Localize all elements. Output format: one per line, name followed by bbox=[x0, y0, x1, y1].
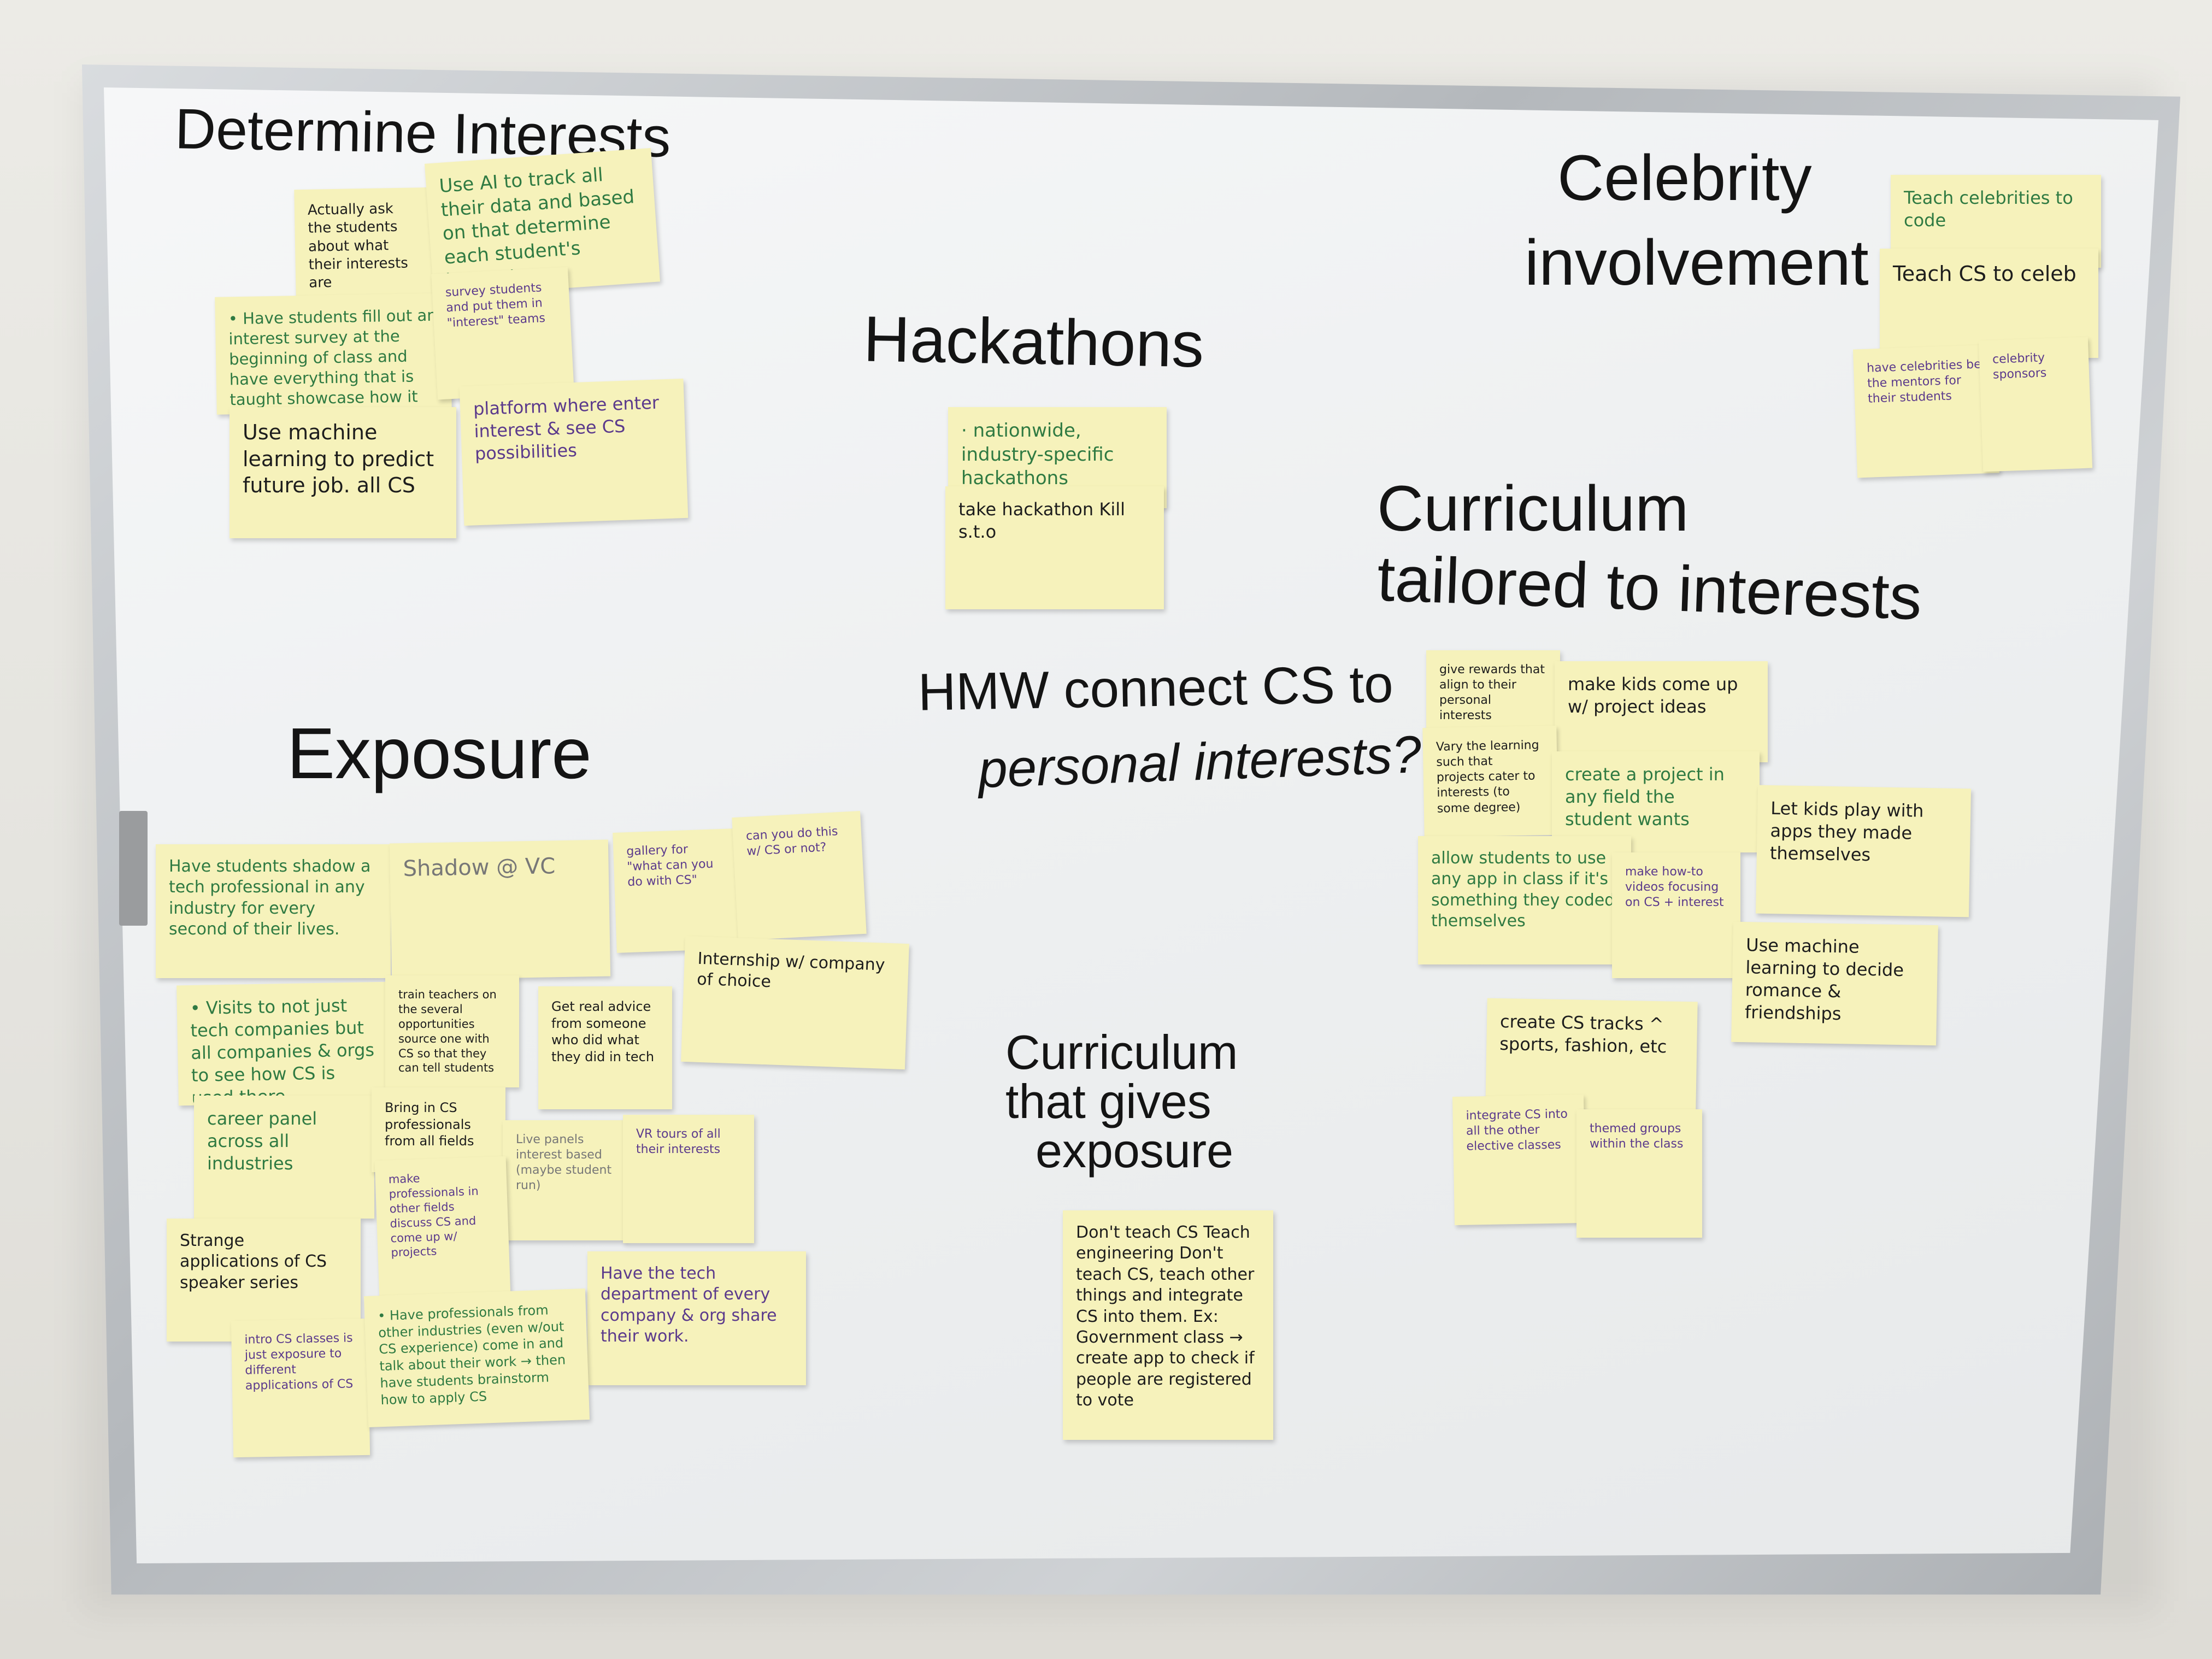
heading-curriculum-exposure-line3: exposure bbox=[1036, 1123, 1234, 1178]
heading-hmw-line1: HMW connect CS to bbox=[917, 655, 1394, 722]
sticky-note: themed groups within the class bbox=[1576, 1109, 1702, 1238]
heading-celebrity-line1: Celebrity bbox=[1557, 142, 1812, 214]
sticky-note: can you do this w/ CS or not? bbox=[732, 811, 867, 940]
sticky-note: create a project in any field the studen… bbox=[1552, 751, 1760, 852]
heading-exposure: Exposure bbox=[287, 713, 592, 793]
sticky-note: VR tours of all their interests bbox=[623, 1115, 754, 1243]
sticky-note: Shadow @ VC bbox=[389, 839, 611, 980]
sticky-note: Actually ask the students about what the… bbox=[294, 187, 436, 299]
sticky-note: Don't teach CS Teach engineering Don't t… bbox=[1063, 1210, 1273, 1440]
sticky-note: Use machine learning to decide romance &… bbox=[1731, 921, 1938, 1046]
sticky-note: make professionals in other fields discu… bbox=[374, 1156, 511, 1301]
sticky-note: career panel across all industries bbox=[194, 1096, 374, 1219]
heading-curriculum-exposure-line2: that gives bbox=[1005, 1074, 1211, 1128]
sticky-note: • Have professionals from other industri… bbox=[363, 1289, 590, 1427]
sticky-note: Vary the learning such that projects cat… bbox=[1422, 725, 1558, 838]
sticky-note: Get real advice from someone who did wha… bbox=[538, 986, 672, 1109]
sticky-note: celebrity sponsors bbox=[1978, 337, 2093, 472]
sticky-note: platform where enter interest & see CS p… bbox=[459, 378, 689, 526]
sticky-note: have celebrities be the mentors for thei… bbox=[1852, 344, 2000, 478]
sticky-note: Let kids play with apps they made themse… bbox=[1755, 785, 1972, 917]
sticky-note: Use machine learning to predict future j… bbox=[230, 407, 456, 538]
sticky-note: create CS tracks ^ sports, fashion, etc bbox=[1485, 998, 1698, 1111]
sticky-note: integrate CS into all the other elective… bbox=[1452, 1094, 1586, 1226]
sticky-note: survey students and put them in "interes… bbox=[431, 267, 574, 400]
sticky-note: allow students to use any app in class i… bbox=[1418, 836, 1631, 964]
sticky-note: make how-to videos focusing on CS + inte… bbox=[1612, 852, 1740, 978]
heading-curriculum-tailored-line1: Curriculum bbox=[1377, 473, 1689, 545]
board-clip bbox=[119, 811, 148, 926]
sticky-note: make kids come up w/ project ideas bbox=[1555, 661, 1768, 762]
sticky-note: Have students shadow a tech professional… bbox=[156, 844, 391, 978]
sticky-note: train teachers on the several opportunit… bbox=[385, 975, 519, 1087]
sticky-note: • Have students fill out an interest sur… bbox=[215, 293, 452, 415]
sticky-note: Live panels interest based (maybe studen… bbox=[503, 1120, 626, 1240]
sticky-note: Internship w/ company of choice bbox=[681, 936, 909, 1070]
sticky-note: Have the tech department of every compan… bbox=[587, 1251, 806, 1385]
heading-celebrity-line2: involvement bbox=[1525, 227, 1869, 299]
sticky-note: take hackathon Kill s.t.o bbox=[945, 486, 1164, 609]
heading-hackathons: Hackathons bbox=[862, 303, 1205, 381]
sticky-note: gallery for "what can you do with CS" bbox=[613, 828, 740, 953]
sticky-note: • Visits to not just tech companies but … bbox=[177, 981, 395, 1106]
heading-curriculum-exposure-line1: Curriculum bbox=[1005, 1025, 1238, 1079]
sticky-note: intro CS classes is just exposure to dif… bbox=[231, 1318, 370, 1458]
